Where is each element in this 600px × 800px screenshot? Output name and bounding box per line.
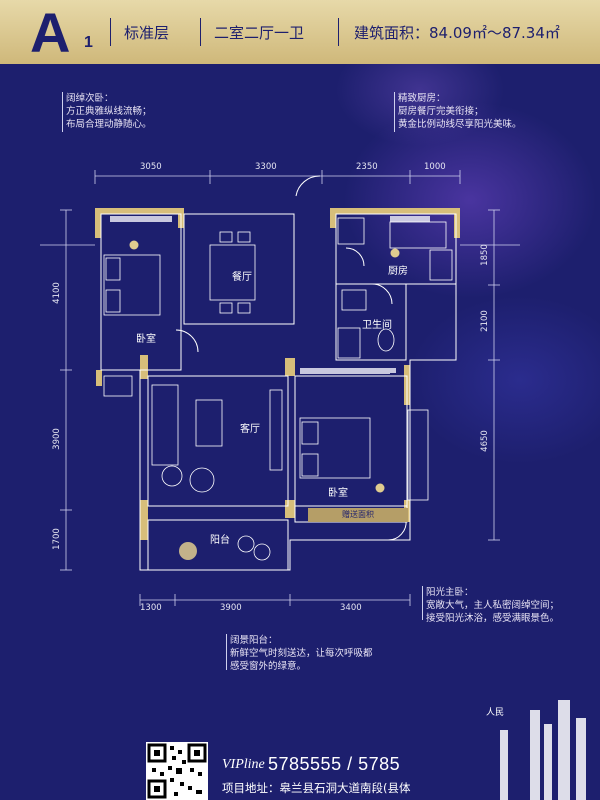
- dim-bottom: 3400: [340, 603, 362, 613]
- dim-top: 3300: [255, 162, 277, 172]
- note-kitchen: 精致厨房： 厨房餐厅完美衔接； 黄金比例动线尽享阳光美味。: [398, 92, 522, 131]
- note-master: 阳光主卧： 宽敞大气，主人私密阔绰空间； 接受阳光沐浴，感受满眼景色。: [426, 586, 559, 625]
- dim-top: 3050: [140, 162, 162, 172]
- room-bathroom: 卫生间: [362, 320, 392, 331]
- note-bedroom2: 阔绰次卧： 方正典雅纵线流畅； 布局合理动静随心。: [66, 92, 152, 131]
- dim-top: 1000: [424, 162, 446, 172]
- qr-code[interactable]: [146, 742, 208, 800]
- room-kitchen: 厨房: [388, 266, 408, 277]
- layout-type: 二室二厅一卫: [214, 24, 305, 42]
- note-line: 布局合理动静随心。: [66, 119, 152, 130]
- gift-area-tag: 赠送面积: [308, 508, 408, 522]
- unit-sub: 1: [84, 34, 93, 51]
- callout-line: [422, 586, 423, 620]
- note-line: 阔绰次卧：: [66, 93, 114, 104]
- note-line: 方正典雅纵线流畅；: [66, 106, 152, 117]
- dim-bottom: 3900: [220, 603, 242, 613]
- note-line: 精致厨房：: [398, 93, 446, 104]
- brand-mark: 人民: [486, 708, 505, 718]
- dim-bottom: 1300: [140, 603, 162, 613]
- room-bedroom-master: 卧室: [328, 488, 348, 499]
- callout-line: [62, 92, 63, 132]
- dim-right: 2100: [479, 310, 490, 332]
- note-line: 阳光主卧：: [426, 587, 474, 598]
- note-line: 新鲜空气时刻送达，让每次呼吸都: [230, 648, 373, 659]
- dim-left: 3900: [51, 428, 62, 450]
- phone-number[interactable]: 5785555 / 5785: [268, 754, 401, 774]
- dim-right: 1850: [479, 244, 490, 266]
- unit-letter: A: [30, 1, 71, 64]
- dim-left: 4100: [51, 282, 62, 304]
- area-text: 建筑面积：84.09㎡～87.34㎡: [354, 24, 560, 42]
- note-line: 厨房餐厅完美衔接；: [398, 106, 484, 117]
- dim-left: 1700: [51, 528, 62, 550]
- note-line: 感受窗外的绿意。: [230, 661, 307, 672]
- note-line: 阔景阳台：: [230, 635, 278, 646]
- skyline-illustration: [500, 700, 586, 800]
- project-address: 项目地址：皋兰县石洞大道南段(县体: [222, 781, 411, 795]
- room-living: 客厅: [240, 424, 260, 435]
- vip-line-label: VIPline: [222, 757, 265, 772]
- dim-right: 4650: [479, 430, 490, 452]
- note-balcony: 阔景阳台： 新鲜空气时刻送达，让每次呼吸都 感受窗外的绿意。: [230, 634, 373, 673]
- callout-line: [394, 92, 395, 132]
- note-line: 宽敞大气，主人私密阔绰空间；: [426, 600, 560, 611]
- note-line: 接受阳光沐浴，感受满眼景色。: [426, 613, 560, 624]
- room-balcony: 阳台: [210, 535, 230, 546]
- callout-line: [226, 634, 227, 670]
- header-separator: [200, 18, 201, 46]
- header-separator: [338, 18, 339, 46]
- dim-top: 2350: [356, 162, 378, 172]
- floor-type: 标准层: [124, 24, 170, 42]
- room-dining: 餐厅: [232, 272, 252, 283]
- note-line: 黄金比例动线尽享阳光美味。: [398, 119, 522, 130]
- header-separator: [110, 18, 111, 46]
- room-bedroom-left: 卧室: [136, 334, 156, 345]
- header-bar: A 1 标准层 二室二厅一卫 建筑面积：84.09㎡～87.34㎡: [0, 0, 600, 64]
